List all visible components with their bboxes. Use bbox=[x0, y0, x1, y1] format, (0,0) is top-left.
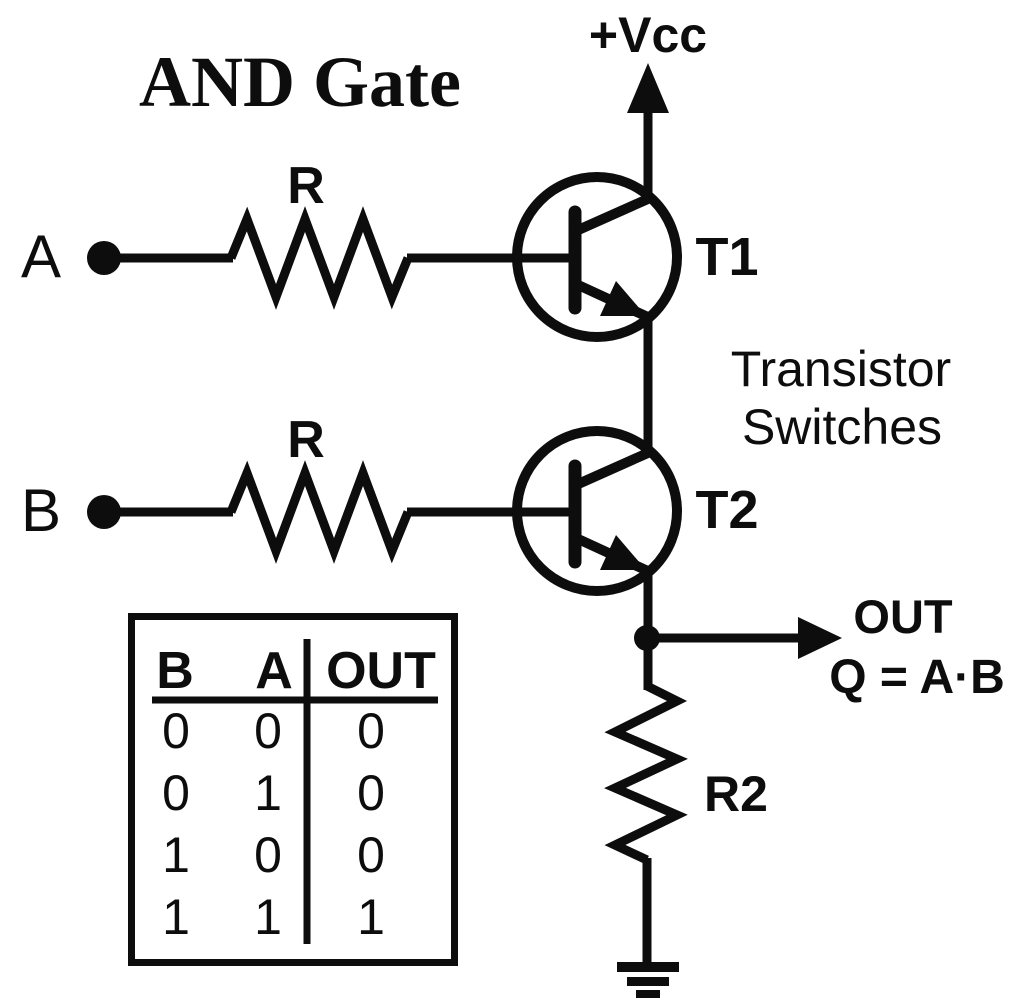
t1-circle bbox=[512, 172, 682, 342]
output-junction-dot bbox=[634, 625, 660, 651]
input-b-terminal-dot bbox=[87, 495, 121, 529]
ground-bar-1 bbox=[617, 962, 679, 972]
ground-bar-3 bbox=[636, 990, 660, 998]
resistor-a-label: R bbox=[287, 157, 325, 215]
cell-a: 0 bbox=[254, 703, 282, 759]
t1-label: T1 bbox=[695, 227, 758, 287]
cell-b: 1 bbox=[162, 889, 190, 945]
truth-table: B A OUT 0 0 0 0 1 0 1 0 0 1 1 1 bbox=[128, 613, 458, 966]
resistor-r2: R2 bbox=[604, 681, 768, 965]
transistor-t2: T2 bbox=[512, 426, 759, 596]
input-a-branch: A R bbox=[21, 157, 572, 310]
vcc-label: +Vcc bbox=[589, 7, 707, 63]
ground-bar-2 bbox=[627, 977, 669, 986]
resistor-b-zigzag bbox=[226, 460, 413, 564]
power-rail: +Vcc bbox=[589, 7, 707, 201]
annotation-line2: Switches bbox=[742, 399, 942, 455]
t2-circle bbox=[512, 426, 682, 596]
cell-out: 0 bbox=[357, 703, 385, 759]
cell-b: 0 bbox=[162, 765, 190, 821]
annotation-line1: Transistor bbox=[731, 341, 951, 397]
output-label: OUT bbox=[853, 590, 953, 643]
cell-out: 1 bbox=[357, 889, 385, 945]
cell-a: 1 bbox=[254, 889, 282, 945]
transistor-switches-annotation: Transistor Switches bbox=[731, 341, 951, 455]
truth-table-row: 1 1 1 bbox=[162, 889, 385, 945]
t1-collector-line bbox=[573, 193, 653, 236]
truth-table-row: 0 0 0 bbox=[162, 703, 385, 759]
cell-b: 1 bbox=[162, 827, 190, 883]
cell-a: 1 bbox=[254, 765, 282, 821]
input-a-label: A bbox=[21, 223, 61, 290]
ground-symbol bbox=[617, 962, 679, 998]
cell-b: 0 bbox=[162, 703, 190, 759]
output-equation: Q = A·B bbox=[829, 651, 1005, 704]
t2-label: T2 bbox=[695, 480, 758, 540]
truth-table-header-a: A bbox=[255, 642, 293, 700]
cell-a: 0 bbox=[254, 827, 282, 883]
vcc-arrowhead bbox=[627, 63, 669, 113]
cell-out: 0 bbox=[357, 827, 385, 883]
output-branch: OUT Q = A·B bbox=[634, 590, 1005, 704]
output-arrowhead bbox=[798, 617, 842, 659]
cell-out: 0 bbox=[357, 765, 385, 821]
truth-table-row: 1 0 0 bbox=[162, 827, 385, 883]
resistor-r2-zigzag bbox=[604, 681, 688, 865]
truth-table-row: 0 1 0 bbox=[162, 765, 385, 821]
t1-emitter-arrowhead bbox=[600, 281, 646, 316]
diagram-title: AND Gate bbox=[139, 42, 461, 122]
resistor-b-label: R bbox=[287, 411, 325, 469]
t2-collector-line bbox=[573, 447, 653, 490]
input-b-label: B bbox=[21, 477, 61, 544]
input-b-branch: B R bbox=[21, 411, 572, 564]
t2-emitter-arrowhead bbox=[600, 535, 646, 570]
resistor-a-zigzag bbox=[226, 206, 413, 310]
input-a-terminal-dot bbox=[87, 241, 121, 275]
resistor-r2-label: R2 bbox=[704, 766, 768, 822]
truth-table-border bbox=[128, 613, 458, 966]
transistor-t1: T1 bbox=[512, 172, 759, 342]
truth-table-header-out: OUT bbox=[326, 642, 436, 700]
truth-table-header-b: B bbox=[156, 642, 194, 700]
